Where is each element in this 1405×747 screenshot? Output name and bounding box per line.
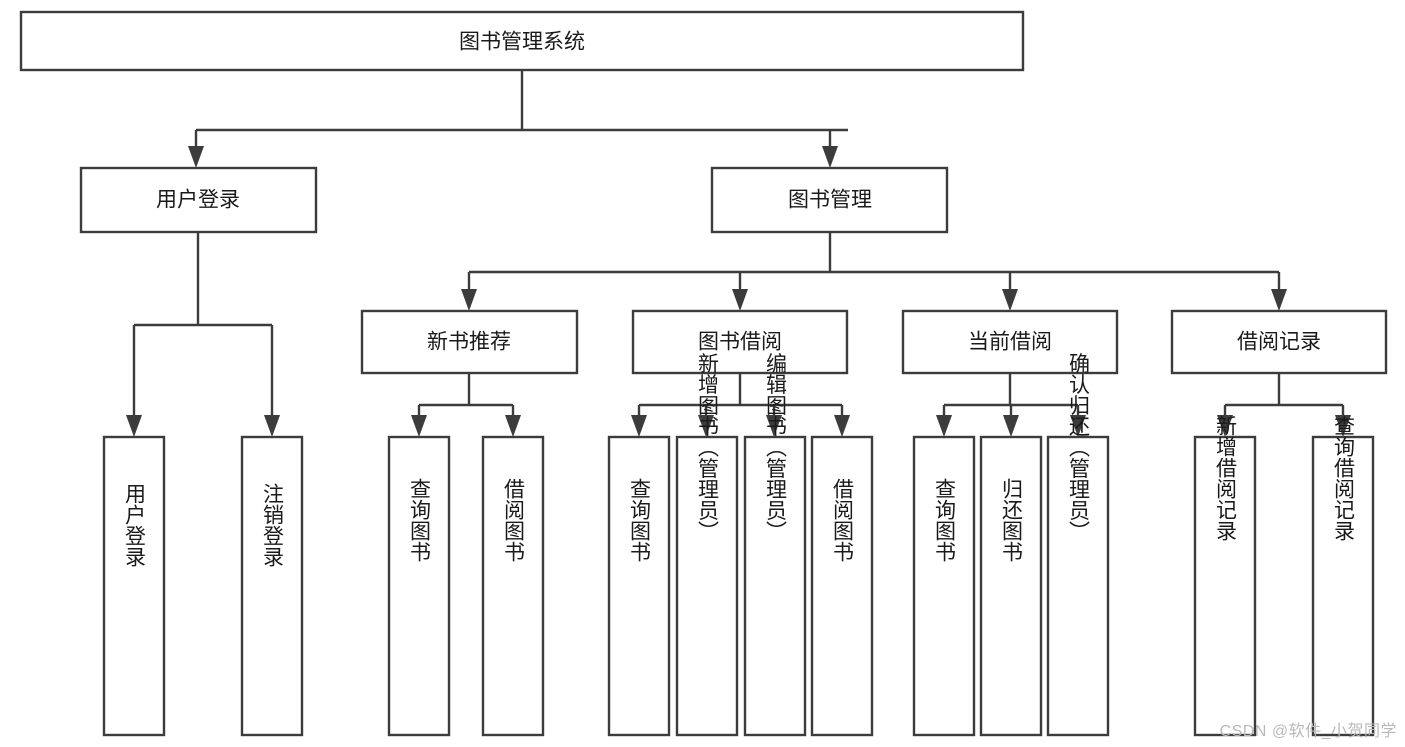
node-leaf-return-book[interactable]: 归还图书: [979, 435, 1043, 737]
node-leaf-borrow-book-2[interactable]: 借阅图书: [810, 435, 874, 737]
node-borrow-record[interactable]: 借阅记录: [1170, 309, 1388, 375]
node-leaf-borrow-book-2-box[interactable]: [810, 435, 874, 737]
node-leaf-user-login-box[interactable]: [102, 435, 166, 737]
node-leaf-edit-book-box[interactable]: [743, 435, 807, 737]
node-leaf-query-record[interactable]: 查询借阅记录: [1311, 415, 1375, 737]
node-leaf-query-book-3-box[interactable]: [912, 435, 976, 737]
node-leaf-confirm-return[interactable]: 确认归还（管理员）: [1046, 353, 1110, 737]
arrow-book-manage-to-new-book-rec: [461, 289, 477, 311]
node-leaf-query-book-3[interactable]: 查询图书: [912, 435, 976, 737]
node-leaf-query-record-label: 查询借阅记录: [1332, 415, 1356, 541]
arrow-book-borrow-to-borrow-book: [834, 415, 850, 437]
node-current-borrow-box[interactable]: [901, 309, 1119, 375]
connector-borrow-record-trunk: [1223, 373, 1345, 417]
arrow-borrow-record-to-query-record: [1335, 415, 1351, 437]
node-leaf-query-book-2-label: 查询图书: [628, 478, 652, 562]
node-leaf-edit-book[interactable]: 编辑图书（管理员）: [743, 353, 807, 737]
node-leaf-query-book-2-box[interactable]: [607, 435, 671, 737]
node-leaf-borrow-book-1[interactable]: 借阅图书: [481, 435, 545, 737]
connector-book-manage-trunk: [467, 232, 1281, 291]
node-root-label: 图书管理系统: [459, 31, 585, 54]
arrow-book-manage-to-book-borrow: [732, 289, 748, 311]
node-leaf-add-record-label: 新增借阅记录: [1214, 415, 1238, 541]
arrow-book-borrow-to-edit-book: [766, 415, 782, 437]
node-current-borrow[interactable]: 当前借阅: [901, 309, 1119, 375]
node-leaf-query-book-1[interactable]: 查询图书: [387, 435, 451, 737]
node-user-login-label: 用户登录: [156, 189, 240, 212]
node-root-box[interactable]: [19, 10, 1025, 72]
arrow-current-borrow-to-query-book: [936, 415, 952, 437]
connector-user-login-trunk: [132, 232, 274, 417]
arrow-user-login-to-leaf-user-login: [126, 415, 142, 437]
node-leaf-query-book-1-label: 查询图书: [408, 478, 432, 562]
arrow-book-borrow-to-query-book: [631, 415, 647, 437]
connector-current-borrow-trunk: [942, 373, 1080, 417]
node-book-borrow-label: 图书借阅: [698, 331, 782, 354]
node-borrow-record-label: 借阅记录: [1237, 331, 1321, 354]
arrow-new-book-rec-to-query-book: [411, 415, 427, 437]
arrow-new-book-rec-to-borrow-book: [505, 415, 521, 437]
arrow-book-manage-to-current-borrow: [1002, 289, 1018, 311]
arrow-current-borrow-to-return-book: [1003, 415, 1019, 437]
node-leaf-user-login-label: 用户登录: [123, 483, 147, 567]
node-book-manage[interactable]: 图书管理: [710, 166, 949, 234]
node-leaf-query-book-3-label: 查询图书: [933, 478, 957, 562]
node-book-borrow[interactable]: 图书借阅: [631, 309, 849, 375]
node-leaf-borrow-book-2-label: 借阅图书: [831, 478, 855, 562]
node-leaf-add-book-label: 新增图书（管理员）: [696, 353, 720, 542]
connector-book-borrow-trunk: [637, 373, 844, 417]
node-user-login[interactable]: 用户登录: [79, 166, 318, 234]
node-leaf-add-book-box[interactable]: [675, 435, 739, 737]
node-book-manage-label: 图书管理: [788, 189, 872, 212]
arrow-user-login-to-leaf-logout-login: [264, 415, 280, 437]
node-book-manage-box[interactable]: [710, 166, 949, 234]
node-leaf-logout-login-box[interactable]: [240, 435, 304, 737]
node-root[interactable]: 图书管理系统: [19, 10, 1025, 72]
arrow-book-manage-to-borrow-record: [1271, 289, 1287, 311]
node-leaf-query-book-2[interactable]: 查询图书: [607, 435, 671, 737]
node-leaf-add-book[interactable]: 新增图书（管理员）: [675, 353, 739, 737]
node-new-book-rec[interactable]: 新书推荐: [360, 309, 579, 375]
arrow-root-to-user-login: [188, 146, 204, 168]
node-leaf-query-book-1-box[interactable]: [387, 435, 451, 737]
node-leaf-logout-login[interactable]: 注销登录: [240, 435, 304, 737]
connector-new-book-rec-trunk: [417, 373, 515, 417]
node-leaf-return-book-box[interactable]: [979, 435, 1043, 737]
node-leaf-borrow-book-1-box[interactable]: [481, 435, 545, 737]
node-book-borrow-box[interactable]: [631, 309, 849, 375]
node-user-login-box[interactable]: [79, 166, 318, 234]
node-leaf-add-record[interactable]: 新增借阅记录: [1193, 415, 1257, 737]
node-leaf-logout-login-label: 注销登录: [261, 483, 285, 567]
arrow-root-to-book-manage: [822, 146, 838, 168]
connector-layer: [126, 70, 1351, 437]
node-leaf-return-book-label: 归还图书: [1000, 478, 1024, 562]
node-leaf-confirm-return-label: 确认归还（管理员）: [1067, 353, 1091, 542]
node-leaf-confirm-return-box[interactable]: [1046, 435, 1110, 737]
node-leaf-edit-book-label: 编辑图书（管理员）: [764, 353, 788, 542]
node-new-book-rec-label: 新书推荐: [427, 331, 511, 354]
node-leaf-borrow-book-1-label: 借阅图书: [502, 478, 526, 562]
arrow-current-borrow-to-confirm-return: [1070, 415, 1086, 437]
node-borrow-record-box[interactable]: [1170, 309, 1388, 375]
node-current-borrow-label: 当前借阅: [968, 331, 1052, 354]
node-leaf-user-login[interactable]: 用户登录: [102, 435, 166, 737]
arrow-book-borrow-to-add-book: [698, 415, 714, 437]
connector-root-trunk: [194, 70, 848, 148]
arrow-borrow-record-to-add-record: [1217, 415, 1233, 437]
node-leaf-add-record-box[interactable]: [1193, 435, 1257, 737]
node-leaf-query-record-box[interactable]: [1311, 435, 1375, 737]
node-new-book-rec-box[interactable]: [360, 309, 579, 375]
